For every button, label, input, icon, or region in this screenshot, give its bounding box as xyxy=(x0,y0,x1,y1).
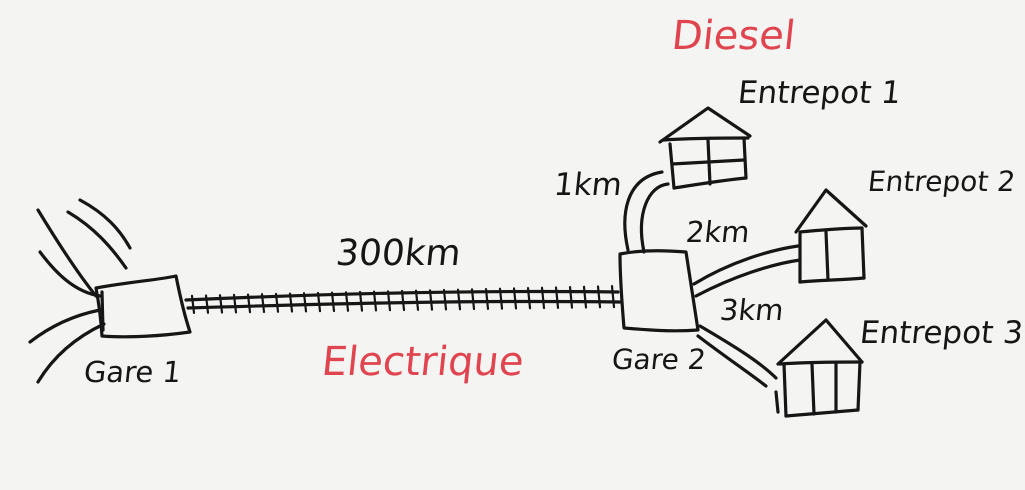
branch1-track-left xyxy=(623,170,664,252)
railway-tie xyxy=(582,285,588,309)
entrepot3-building xyxy=(774,318,864,418)
railway-tie xyxy=(190,294,196,315)
railway-tie xyxy=(288,292,294,313)
gare1-building xyxy=(94,274,192,339)
gare2-label: Gare 2 xyxy=(610,343,708,376)
railway-tie xyxy=(554,286,560,309)
railway-ties xyxy=(190,285,616,315)
railway-tie xyxy=(596,285,602,309)
railway-tie xyxy=(316,291,322,313)
railway-tie xyxy=(246,293,252,314)
rail-network-sketch xyxy=(28,106,868,418)
branch3-track-bottom xyxy=(696,334,768,388)
entrepot2-label: Entrepot 2 xyxy=(866,165,1017,198)
railway-tie xyxy=(274,292,280,313)
branch2-track-bottom xyxy=(694,258,802,298)
branch1-track-right xyxy=(639,182,670,254)
main-distance-label: 300km xyxy=(333,233,463,274)
railway-tie xyxy=(232,293,238,314)
railway-tie xyxy=(442,288,448,311)
branch1-distance-label: 1km xyxy=(552,167,624,203)
main-rail-bottom xyxy=(186,299,622,310)
main-rail-top xyxy=(184,289,620,302)
branch3-track-top xyxy=(698,324,778,380)
gare2-building xyxy=(618,249,700,333)
railway-tie xyxy=(330,291,336,313)
railway-tie xyxy=(610,285,616,309)
railway-tie xyxy=(540,286,546,310)
gare1-outbound-line-4 xyxy=(78,198,132,250)
main-traction-label: Electrique xyxy=(319,339,527,385)
railway-tie xyxy=(344,291,350,312)
railway-tie xyxy=(470,288,476,311)
gare1-outbound-line-1 xyxy=(36,208,98,298)
entrepot3-label: Entrepot 3 xyxy=(858,315,1025,351)
railway-tie xyxy=(498,287,504,310)
railway-tie xyxy=(302,292,308,313)
branch-traction-label: Diesel xyxy=(669,13,798,59)
railway-tie xyxy=(414,289,420,311)
railway-tie xyxy=(400,289,406,312)
diagram-canvas: Gare 1 Gare 2 300km Electrique Diesel 1k… xyxy=(28,13,1025,418)
railway-tie xyxy=(260,293,266,314)
railway-tie xyxy=(386,290,392,312)
railway-tie xyxy=(526,286,532,310)
gare1-outbound-line-5 xyxy=(28,308,102,344)
entrepot2-building xyxy=(794,188,868,284)
entrepot1-building xyxy=(658,106,752,190)
entrepot1-label: Entrepot 1 xyxy=(736,75,903,111)
railway-tie xyxy=(428,289,434,311)
gare1-outbound-line-6 xyxy=(36,322,106,384)
gare1-outbound-line-2 xyxy=(38,250,102,298)
branch3-distance-label: 3km xyxy=(718,293,786,327)
railway-tie xyxy=(218,294,224,314)
railway-tie xyxy=(456,288,462,311)
branch2-distance-label: 2km xyxy=(684,215,752,249)
railway-tie xyxy=(358,290,364,312)
railway-tie xyxy=(484,287,490,310)
gare1-outbound-line-3 xyxy=(66,210,128,270)
gare1-label: Gare 1 xyxy=(82,355,183,389)
railway-tie xyxy=(568,286,574,309)
branch2-track-top xyxy=(692,244,800,286)
railway-tie xyxy=(372,290,378,312)
railway-tie xyxy=(512,287,518,310)
railway-tie xyxy=(204,294,210,314)
